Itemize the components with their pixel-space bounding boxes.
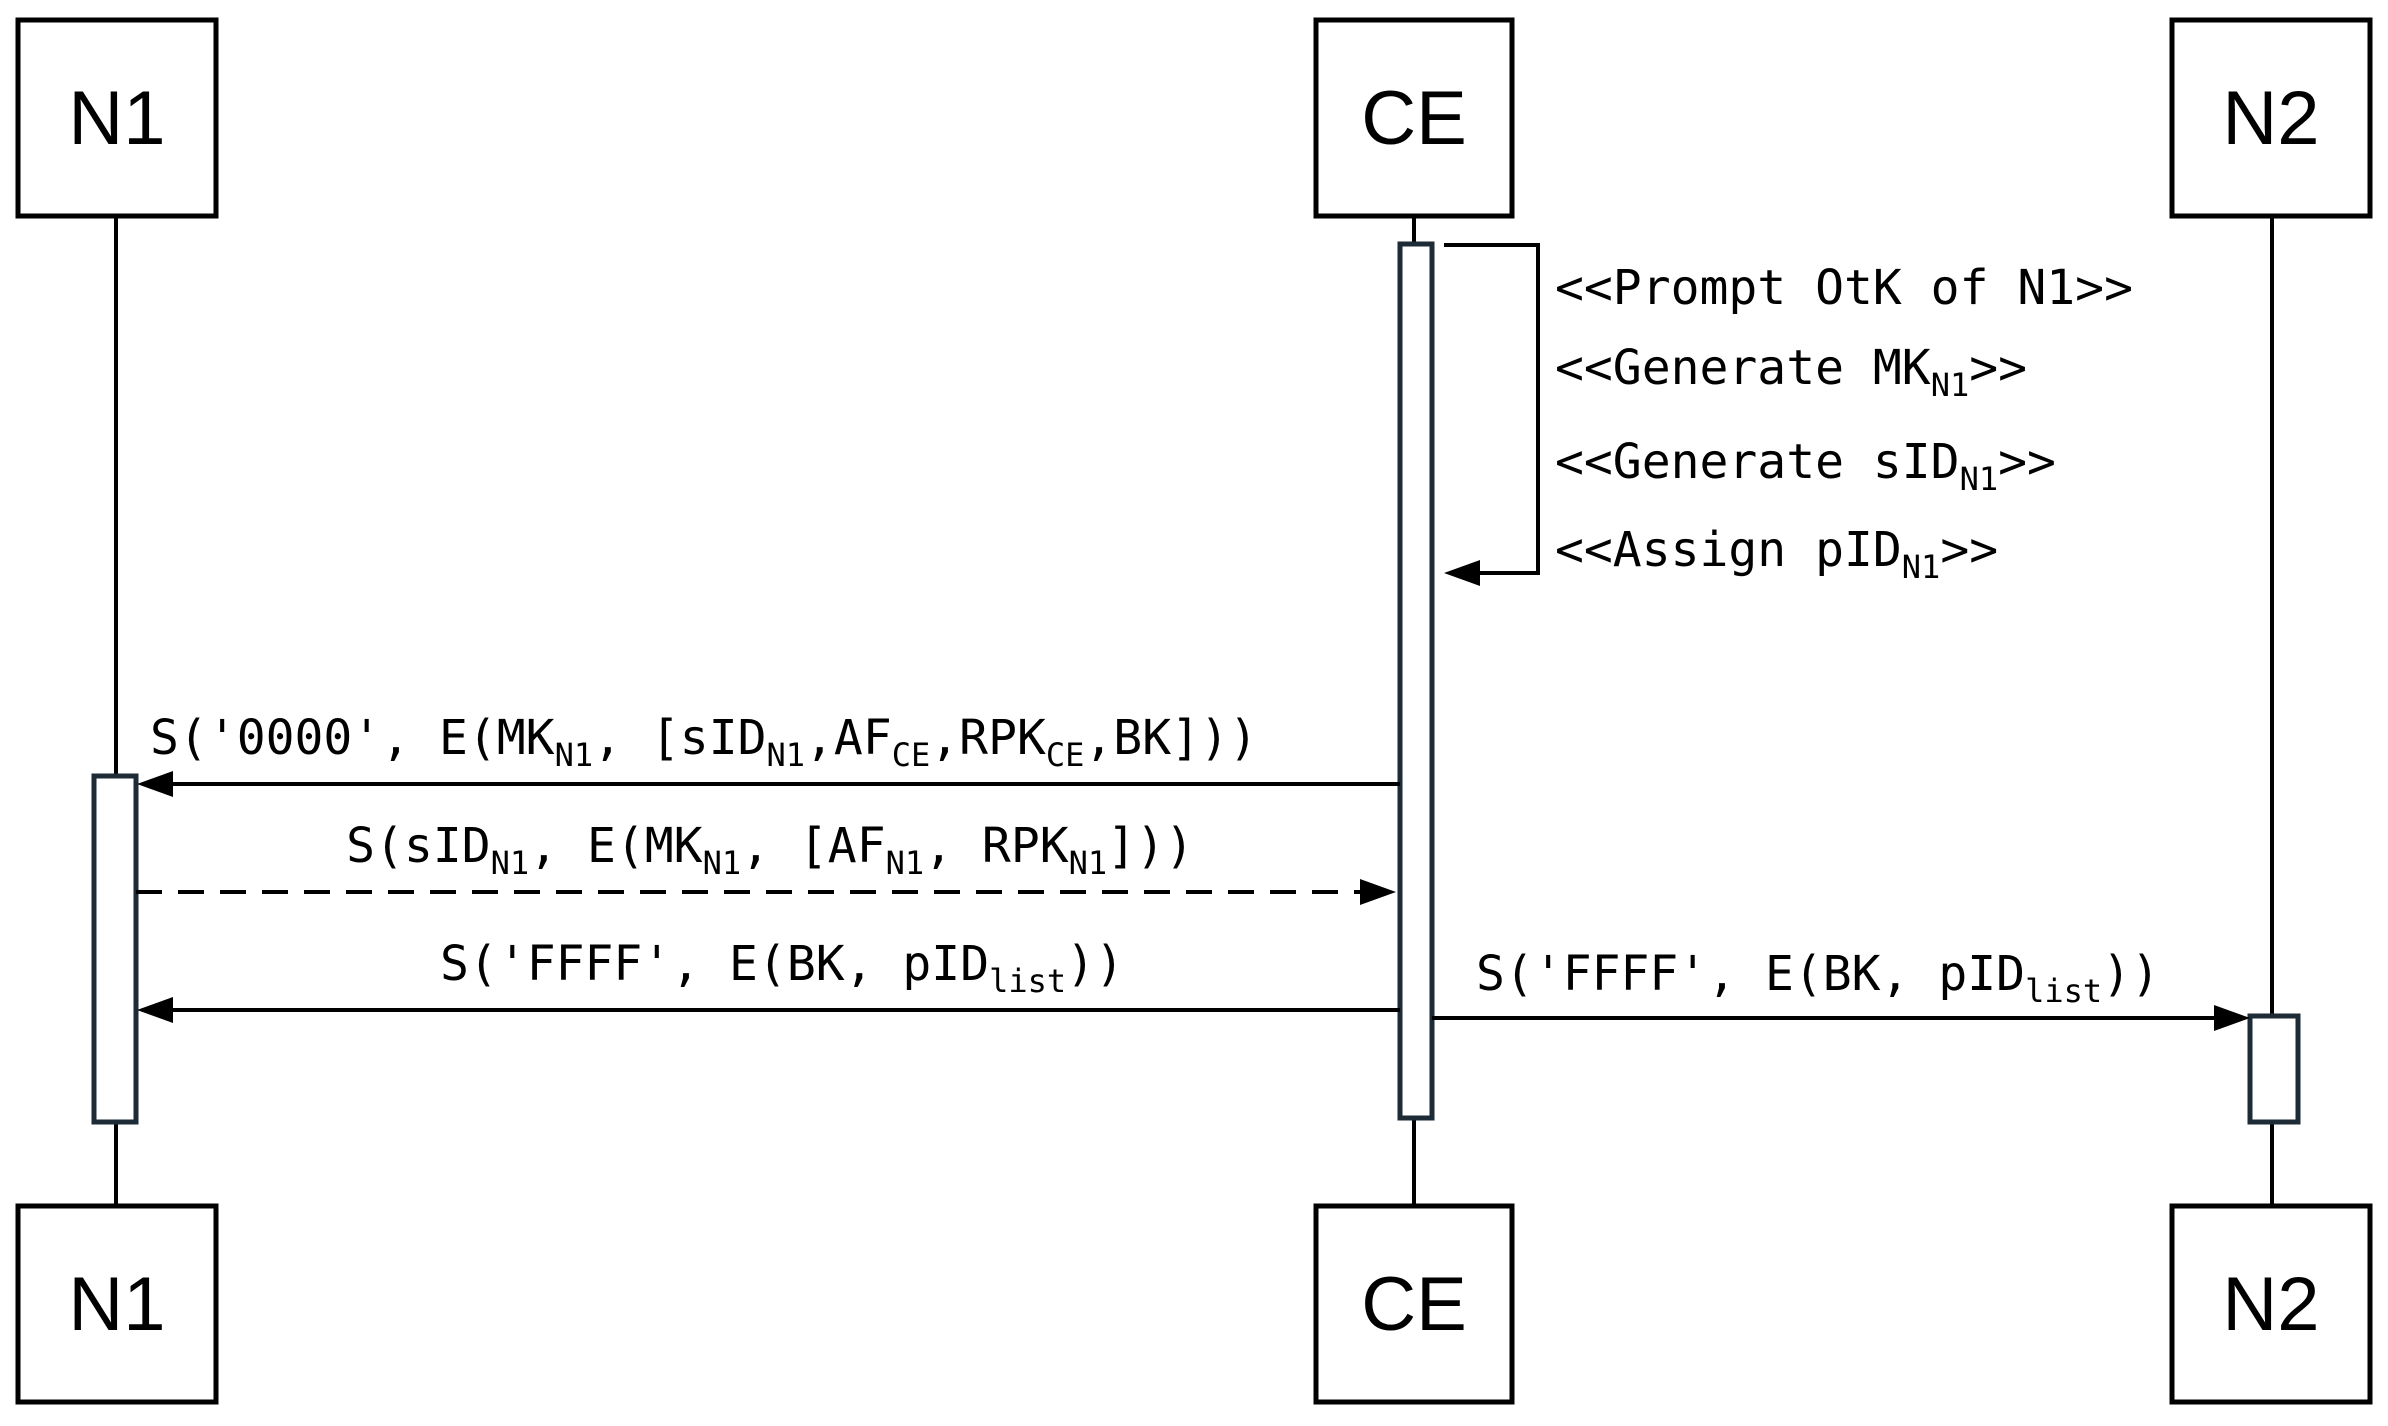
message-label: S('0000', E(MKN1, [sIDN1,AFCE,RPKCE,BK])… bbox=[150, 710, 1258, 774]
label-text: <<Generate MK bbox=[1555, 340, 1931, 396]
message-arrow-n1-to-ce bbox=[136, 879, 1396, 905]
label-text: , [AF bbox=[741, 818, 886, 874]
label-text: ,BK])) bbox=[1084, 710, 1257, 766]
subscript-text: CE bbox=[1046, 736, 1085, 774]
label-text: >> bbox=[1969, 340, 2027, 396]
self-message-label: <<Generate sIDN1>> bbox=[1555, 434, 2056, 498]
label-text: S('0000', E(MK bbox=[150, 710, 555, 766]
self-message-label: <<Prompt OtK of N1>> bbox=[1555, 260, 2133, 316]
subscript-text: list bbox=[989, 962, 1066, 1000]
label-text: ])) bbox=[1107, 818, 1194, 874]
subscript-text: N1 bbox=[886, 844, 925, 882]
message-arrow-ce-to-n1 bbox=[137, 771, 1400, 797]
message-label: S('FFFF', E(BK, pIDlist)) bbox=[1476, 946, 2160, 1010]
actor-ce-top: CE bbox=[1313, 17, 1515, 219]
actor-ce-bottom: CE bbox=[1313, 1203, 1515, 1405]
label-text: >> bbox=[1998, 434, 2056, 490]
label-text: )) bbox=[1066, 936, 1124, 992]
actor-ce-bottom-label: CE bbox=[1361, 1262, 1467, 1347]
message-label: S(sIDN1, E(MKN1, [AFN1, RPKN1])) bbox=[346, 818, 1194, 882]
label-text: , [sID bbox=[593, 710, 766, 766]
message-arrow-ce-to-n2 bbox=[1432, 1005, 2250, 1031]
actor-n1-top-label: N1 bbox=[68, 76, 165, 161]
subscript-text: N1 bbox=[1931, 366, 1970, 404]
label-text: <<Assign pID bbox=[1555, 522, 1902, 578]
actor-n2-bottom-label: N2 bbox=[2222, 1262, 2319, 1347]
subscript-text: N1 bbox=[1069, 844, 1108, 882]
self-message-label: <<Assign pIDN1>> bbox=[1555, 522, 1998, 586]
message-label: S('FFFF', E(BK, pIDlist)) bbox=[440, 936, 1124, 1000]
self-message-arrow bbox=[1444, 243, 1540, 586]
subscript-text: CE bbox=[892, 736, 931, 774]
activation-n2 bbox=[2247, 1013, 2301, 1125]
label-text: S('FFFF', E(BK, pID bbox=[1476, 946, 2025, 1002]
actor-n2-top: N2 bbox=[2169, 17, 2373, 219]
subscript-text: list bbox=[2025, 972, 2102, 1010]
actor-ce-top-label: CE bbox=[1361, 76, 1467, 161]
activation-ce bbox=[1397, 241, 1435, 1121]
subscript-text: N1 bbox=[767, 736, 806, 774]
message-arrow-ce-to-n1-broadcast bbox=[137, 997, 1400, 1023]
subscript-text: N1 bbox=[491, 844, 530, 882]
label-text: <<Prompt OtK of N1>> bbox=[1555, 260, 2133, 316]
activation-n1 bbox=[91, 773, 139, 1125]
label-text: , RPK bbox=[924, 818, 1069, 874]
label-text: S(sID bbox=[346, 818, 491, 874]
label-text: S('FFFF', E(BK, pID bbox=[440, 936, 989, 992]
label-text: , E(MK bbox=[529, 818, 702, 874]
self-message-label: <<Generate MKN1>> bbox=[1555, 340, 2027, 404]
label-text: )) bbox=[2102, 946, 2160, 1002]
actor-n2-bottom: N2 bbox=[2169, 1203, 2373, 1405]
label-text: >> bbox=[1940, 522, 1998, 578]
subscript-text: N1 bbox=[1902, 548, 1941, 586]
actor-n1-bottom-label: N1 bbox=[68, 1262, 165, 1347]
actor-n2-top-label: N2 bbox=[2222, 76, 2319, 161]
label-text: ,RPK bbox=[930, 710, 1046, 766]
subscript-text: N1 bbox=[555, 736, 594, 774]
subscript-text: N1 bbox=[1960, 460, 1999, 498]
actor-n1-bottom: N1 bbox=[15, 1203, 219, 1405]
label-text: ,AF bbox=[805, 710, 892, 766]
label-text: <<Generate sID bbox=[1555, 434, 1960, 490]
actor-n1-top: N1 bbox=[15, 17, 219, 219]
subscript-text: N1 bbox=[703, 844, 742, 882]
